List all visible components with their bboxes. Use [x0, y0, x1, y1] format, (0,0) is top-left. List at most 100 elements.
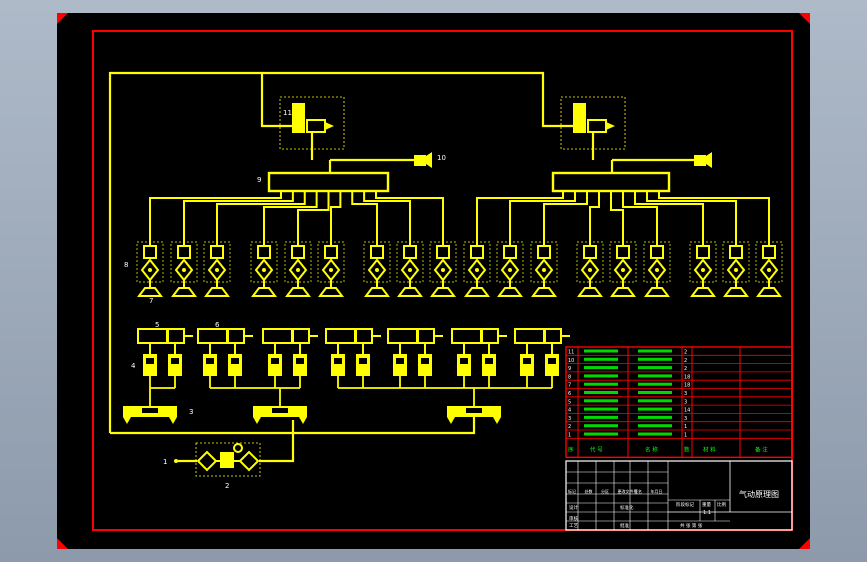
vacuum-cup-left-1: [170, 241, 198, 297]
cup-boundary: [170, 241, 198, 283]
ratio-label: 比例: [717, 501, 726, 508]
vacuum-cup-right-5: [643, 241, 671, 297]
part-code-text: [584, 366, 618, 370]
solenoid-valve-0: [123, 406, 177, 424]
branch-line-right-4: [610, 191, 624, 246]
corner-marker-top-right: [799, 13, 810, 24]
valve-exhaust-b: [169, 417, 177, 424]
suction-cup: [577, 287, 603, 297]
title-row-label-2: 分区: [601, 488, 609, 494]
branch-line-left-0: [149, 191, 282, 246]
valve-exhaust-b: [493, 417, 501, 424]
vacuum-generator-left: [279, 96, 345, 160]
title-row-label-3: 更改文件号: [618, 488, 638, 494]
cup-boundary: [755, 241, 783, 283]
valve-window: [272, 408, 288, 413]
speed-controller-window: [334, 358, 342, 364]
corner-marker-bottom-right: [799, 538, 810, 549]
cup-filter-dot: [508, 268, 512, 272]
check-valve: [503, 245, 517, 259]
vacuum-cup-left-0: [136, 241, 164, 297]
valve-window: [142, 408, 158, 413]
solenoid-valve-2: [447, 406, 501, 424]
suction-cup: [137, 287, 163, 297]
speed-controller-window: [206, 358, 214, 364]
cup-filter-dot: [542, 268, 546, 272]
part-code-text: [584, 374, 618, 378]
cylinder-piston: [291, 329, 294, 343]
vacuum-cup-right-2: [530, 241, 558, 297]
cylinder-4: [387, 328, 443, 376]
speed-controller: [520, 354, 534, 376]
vacuum-cup-left-7: [396, 241, 424, 297]
vacuum-cup-right-6: [689, 241, 717, 297]
silencer-right: [694, 152, 712, 168]
ejector-arrow: [606, 122, 615, 130]
part-quantity-11: 2: [684, 350, 687, 356]
part-name-text: [638, 391, 672, 394]
speed-controller-window: [231, 358, 239, 364]
part-number-2: 2: [568, 424, 571, 430]
part-number-10: 10: [568, 358, 574, 364]
cylinder-0: [137, 328, 193, 376]
speed-controller: [228, 354, 242, 376]
cup-filter-dot: [262, 268, 266, 272]
branch-line-right-8: [658, 191, 770, 246]
callout-11: 11: [283, 109, 292, 117]
parts-header-qty: 数: [684, 445, 690, 453]
silencer-tip: [706, 152, 712, 168]
vacuum-cup-left-5: [317, 241, 345, 297]
part-name-text: [638, 349, 672, 353]
cup-boundary: [576, 241, 604, 283]
gauge-symbol: [233, 443, 243, 453]
check-valve: [177, 245, 191, 259]
cup-filter-dot: [148, 268, 152, 272]
speed-controller: [203, 354, 217, 376]
part-number-7: 7: [568, 383, 571, 389]
part-name-text: [638, 399, 672, 403]
part-code-text: [584, 391, 618, 394]
speed-controller-window: [421, 358, 429, 364]
part-name-text: [638, 374, 672, 378]
suction-cup: [171, 287, 197, 297]
regulator-symbol: [220, 452, 234, 468]
title-block-border: [565, 460, 793, 531]
cylinder-piston: [480, 329, 483, 343]
parts-header-code: 代 号: [590, 445, 603, 453]
valve-exhaust-a: [253, 417, 261, 424]
cup-filter-dot: [408, 268, 412, 272]
vacuum-cup-left-4: [284, 241, 312, 297]
scale-value: 1:1: [703, 510, 711, 516]
speed-controller-window: [460, 358, 468, 364]
drawing-title: 气动原理图: [739, 489, 779, 499]
part-code-text: [584, 415, 618, 419]
branch-line-right-6: [634, 191, 704, 246]
review-label: 审核: [569, 515, 578, 522]
speed-controller: [393, 354, 407, 376]
branch-line-right-0: [476, 191, 564, 246]
check-valve: [583, 245, 597, 259]
suction-cup: [644, 287, 670, 297]
part-name-text: [638, 357, 672, 361]
corner-marker-bottom-left: [57, 538, 68, 549]
suction-cup: [397, 287, 423, 297]
part-name-text: [638, 415, 672, 419]
stage-mark-label: 阶段标记: [676, 501, 694, 508]
part-number-8: 8: [568, 374, 571, 380]
vacuum-cup-right-1: [496, 241, 524, 297]
part-name-text: [638, 424, 672, 428]
parts-header-no: 序: [568, 445, 574, 453]
drawing-frame: [92, 30, 793, 531]
speed-controller: [331, 354, 345, 376]
check-valve: [324, 245, 338, 259]
speed-controller: [268, 354, 282, 376]
generator-body: [292, 103, 305, 133]
speed-controller: [482, 354, 496, 376]
weight-label: 重量: [702, 501, 711, 508]
part-quantity-9: 2: [684, 366, 687, 372]
silencer-body: [414, 155, 426, 166]
callout-6: 6: [215, 321, 220, 329]
callout-labels: 1 2 3 4 5 6 7 8 9 10 11: [124, 109, 446, 490]
speed-controller: [143, 354, 157, 376]
cylinder-piston: [354, 329, 357, 343]
